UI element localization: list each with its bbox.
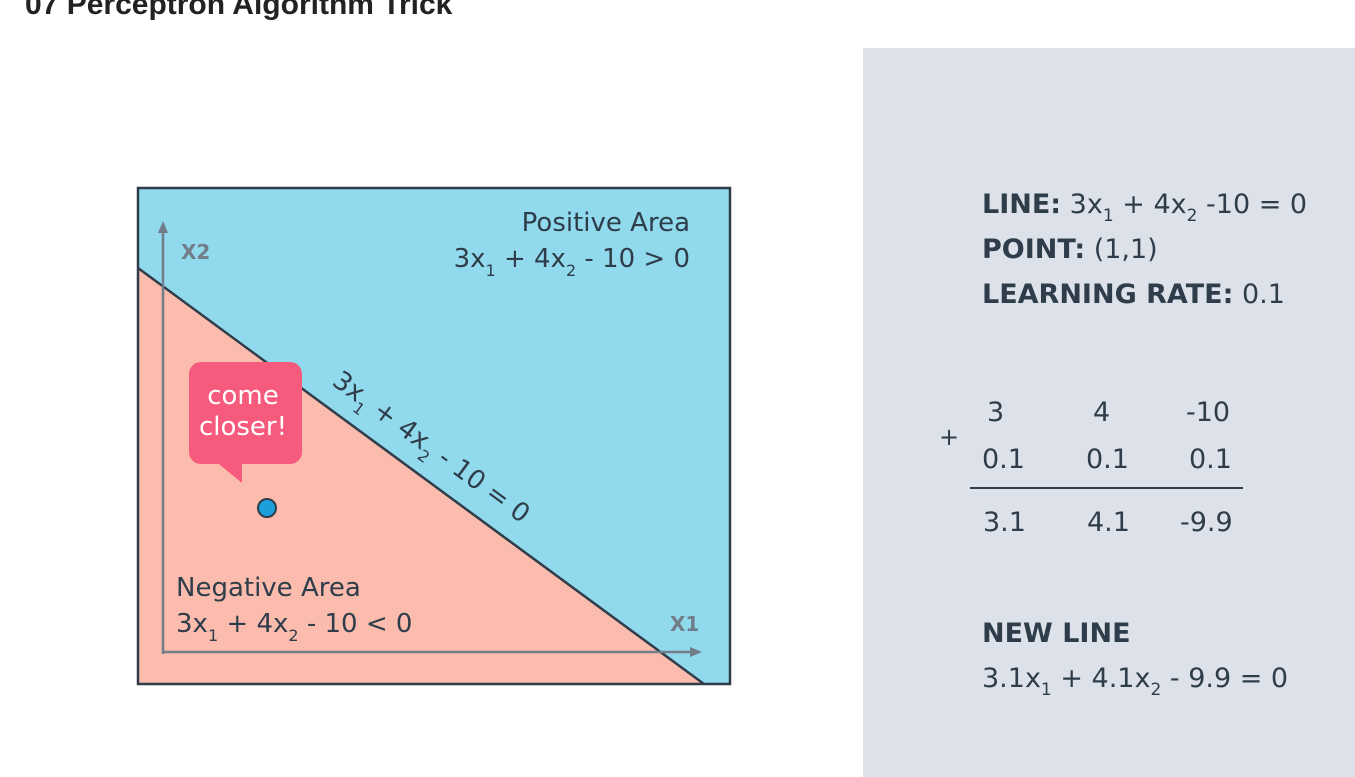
sum-divider	[970, 487, 1243, 489]
negative-area-equation: 3x1 + 4x2 - 10 < 0	[176, 609, 412, 645]
x-axis-arrow-icon	[690, 647, 702, 657]
positive-area-label: Positive Area	[522, 208, 690, 238]
bubble-text-line2: closer!	[199, 412, 287, 442]
result-cell: -9.9	[1180, 507, 1233, 538]
plus-sign: +	[939, 423, 960, 451]
come-closer-bubble: come closer!	[189, 362, 302, 483]
result-cell: 3.1	[983, 507, 1026, 538]
new-line-label: NEW LINE	[982, 618, 1131, 649]
panel-line: LINE: 3x1 + 4x2 -10 = 0	[982, 189, 1308, 226]
boundary-line	[137, 266, 705, 686]
data-point	[257, 498, 277, 518]
positive-area-region	[138, 188, 730, 684]
y-axis-arrow-icon	[158, 221, 168, 233]
panel-point: POINT: (1,1)	[982, 234, 1158, 265]
panel-learning-rate: LEARNING RATE: 0.1	[982, 279, 1285, 310]
row1-cell: 3	[987, 397, 1005, 428]
diagram-frame	[136, 186, 732, 686]
row1-cell: 4	[1093, 397, 1111, 428]
row1-cell: -10	[1186, 397, 1231, 428]
bubble-text-line1: come	[207, 381, 279, 411]
page-title: 07 Perceptron Algorithm Trick	[25, 0, 453, 21]
new-line-equation: 3.1x1 + 4.1x2 - 9.9 = 0	[982, 663, 1289, 700]
perceptron-diagram: X2 X1 Positive Area 3x1 + 4x2 - 10 > 0 N…	[136, 186, 732, 686]
x-axis-label: X1	[670, 612, 699, 636]
row2-cell: 0.1	[1189, 444, 1232, 475]
result-cell: 4.1	[1087, 507, 1130, 538]
row2-cell: 0.1	[982, 444, 1025, 475]
row2-cell: 0.1	[1086, 444, 1129, 475]
negative-area-label: Negative Area	[176, 573, 361, 603]
y-axis-label: X2	[181, 240, 210, 264]
positive-area-equation: 3x1 + 4x2 - 10 > 0	[454, 244, 690, 280]
calculation-panel	[863, 48, 1355, 777]
